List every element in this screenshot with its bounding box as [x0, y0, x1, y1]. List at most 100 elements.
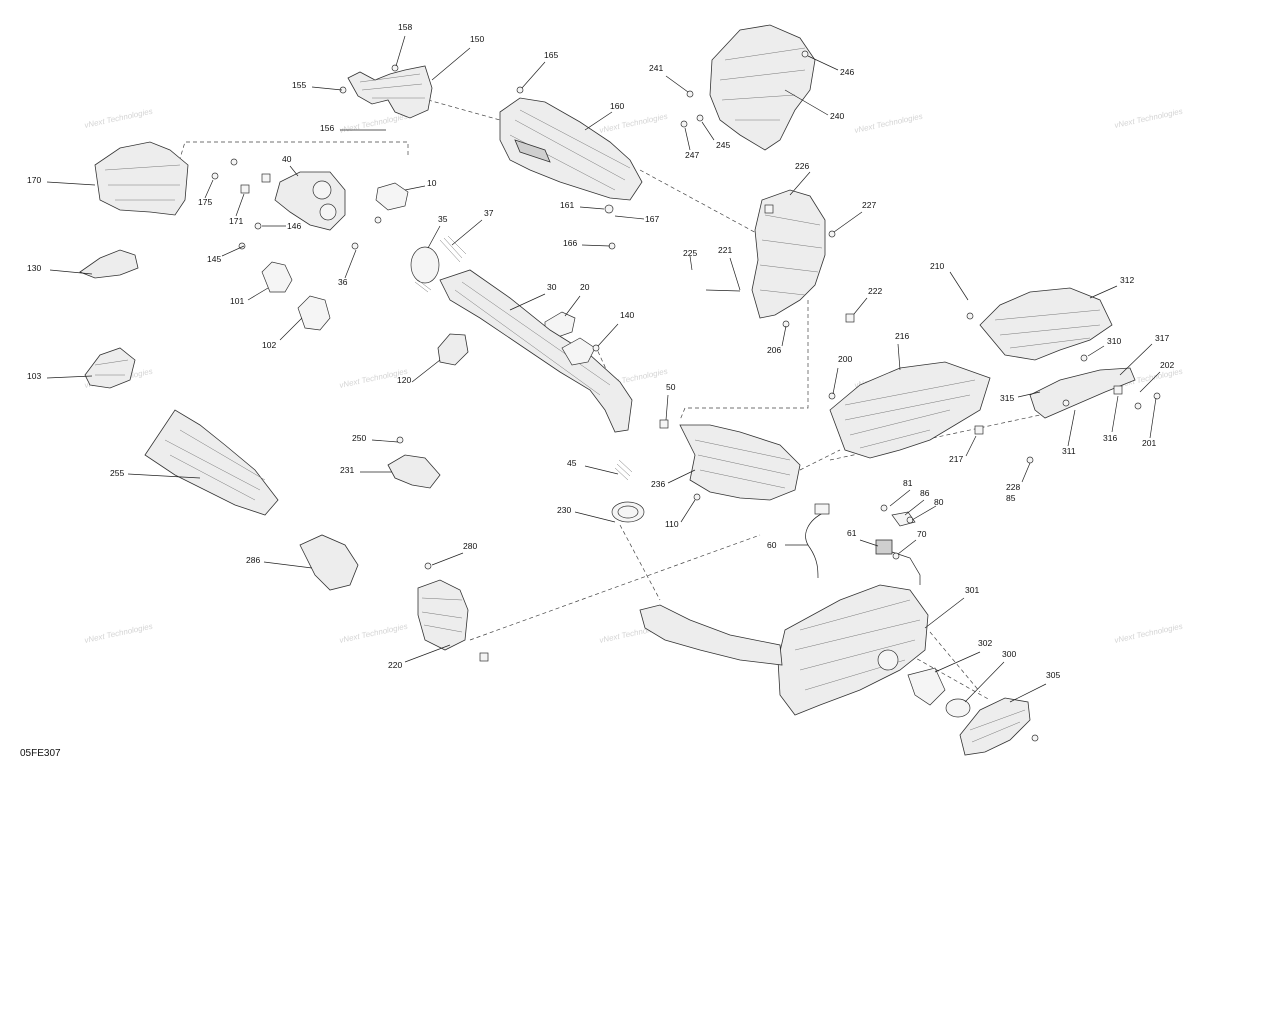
- leader-line-245: [701, 121, 715, 141]
- leader-line-161: [579, 206, 605, 210]
- diagram-reference-code: 05FE307: [20, 748, 61, 759]
- callout-226: 226: [795, 161, 809, 171]
- leader-line-150: [431, 47, 471, 81]
- leader-line-305: [1009, 683, 1047, 703]
- watermark-text: vNext Technologies: [339, 112, 409, 135]
- assembly-dashed-lines: [177, 99, 1061, 701]
- leader-line-35: [427, 225, 441, 249]
- leader-line-102: [279, 317, 303, 341]
- callout-171: 171: [229, 216, 243, 226]
- leader-line-302: [934, 651, 981, 673]
- leader-line-171: [235, 193, 245, 217]
- callout-36: 36: [338, 277, 348, 287]
- callout-165: 165: [544, 50, 558, 60]
- callout-60: 60: [767, 540, 777, 550]
- callout-210: 210: [930, 261, 944, 271]
- leader-line-316: [1111, 395, 1119, 433]
- callout-240: 240: [830, 111, 844, 121]
- callout-155: 155: [292, 80, 306, 90]
- callout-170: 170: [27, 175, 41, 185]
- watermark-text: vNext Technologies: [854, 112, 924, 135]
- leader-line-166: [581, 244, 611, 247]
- leader-line-247: [684, 127, 691, 151]
- leader-line-300: [964, 661, 1005, 703]
- callout-316: 316: [1103, 433, 1117, 443]
- leader-line-250: [371, 439, 399, 443]
- leader-line-158: [395, 35, 406, 67]
- callout-255: 255: [110, 468, 124, 478]
- leader-line-226: [789, 171, 811, 196]
- leader-line-216: [897, 343, 901, 371]
- leader-line-80: [911, 505, 937, 521]
- leader-line-160: [584, 111, 613, 131]
- leader-line-165: [521, 61, 546, 89]
- leader-line-315: [1017, 391, 1041, 398]
- callout-202: 202: [1160, 360, 1174, 370]
- callout-35: 35: [438, 214, 448, 224]
- callout-315: 315: [1000, 393, 1014, 403]
- leader-line-236: [667, 469, 696, 484]
- leader-line-280: [431, 552, 464, 566]
- callout-227: 227: [862, 200, 876, 210]
- leader-line-101: [247, 287, 269, 301]
- callout-286: 286: [246, 555, 260, 565]
- leader-line-40: [289, 165, 299, 177]
- leader-line-145: [221, 245, 245, 257]
- leader-line-36: [344, 249, 357, 279]
- leader-line-286: [263, 561, 313, 569]
- callout-300: 300: [1002, 649, 1016, 659]
- leader-line-221: [729, 257, 741, 291]
- leader-line-311: [1067, 409, 1076, 447]
- callout-140: 140: [620, 310, 634, 320]
- callout-40: 40: [282, 154, 292, 164]
- callout-201: 201: [1142, 438, 1156, 448]
- callout-leader-lines: [46, 35, 1161, 703]
- callout-10: 10: [427, 178, 437, 188]
- leader-line-210: [949, 271, 969, 301]
- callout-305: 305: [1046, 670, 1060, 680]
- callout-206: 206: [767, 345, 781, 355]
- callout-247: 247: [685, 150, 699, 160]
- watermark-text: vNext Technologies: [339, 622, 409, 645]
- leader-line-246: [807, 55, 839, 71]
- callout-231: 231: [340, 465, 354, 475]
- callout-130: 130: [27, 263, 41, 273]
- watermark-text: vNext Technologies: [1114, 622, 1184, 645]
- callout-120: 120: [397, 375, 411, 385]
- leader-line-206: [781, 325, 787, 347]
- leader-line-220: [404, 644, 451, 663]
- callout-158: 158: [398, 22, 412, 32]
- callout-230: 230: [557, 505, 571, 515]
- callout-103: 103: [27, 371, 41, 381]
- callout-200: 200: [838, 354, 852, 364]
- callout-146: 146: [287, 221, 301, 231]
- leader-line-103: [46, 375, 93, 379]
- callout-216: 216: [895, 331, 909, 341]
- callout-221: 221: [718, 245, 732, 255]
- callout-150: 150: [470, 34, 484, 44]
- leader-line-61: [859, 539, 879, 547]
- leader-line-120: [411, 359, 441, 383]
- callout-81: 81: [903, 478, 913, 488]
- callout-85: 85: [1006, 493, 1016, 503]
- parts-layer: [79, 24, 1161, 756]
- watermark-text: vNext Technologies: [599, 112, 669, 135]
- leader-line-170: [46, 181, 96, 186]
- callout-228: 228: [1006, 482, 1020, 492]
- callout-312: 312: [1120, 275, 1134, 285]
- leader-line-175: [204, 179, 214, 199]
- leader-line-240: [784, 89, 829, 116]
- leader-line-201: [1149, 397, 1157, 439]
- leader-line-312: [1089, 285, 1118, 299]
- callout-225: 225: [683, 248, 697, 258]
- callout-160: 160: [610, 101, 624, 111]
- callout-311: 311: [1062, 446, 1076, 456]
- leader-line-222: [853, 297, 868, 315]
- leader-line-45: [584, 465, 619, 475]
- callout-217: 217: [949, 454, 963, 464]
- leader-line-230: [574, 511, 616, 523]
- leader-line-202: [1139, 371, 1161, 393]
- callout-241: 241: [649, 63, 663, 73]
- callout-101: 101: [230, 296, 244, 306]
